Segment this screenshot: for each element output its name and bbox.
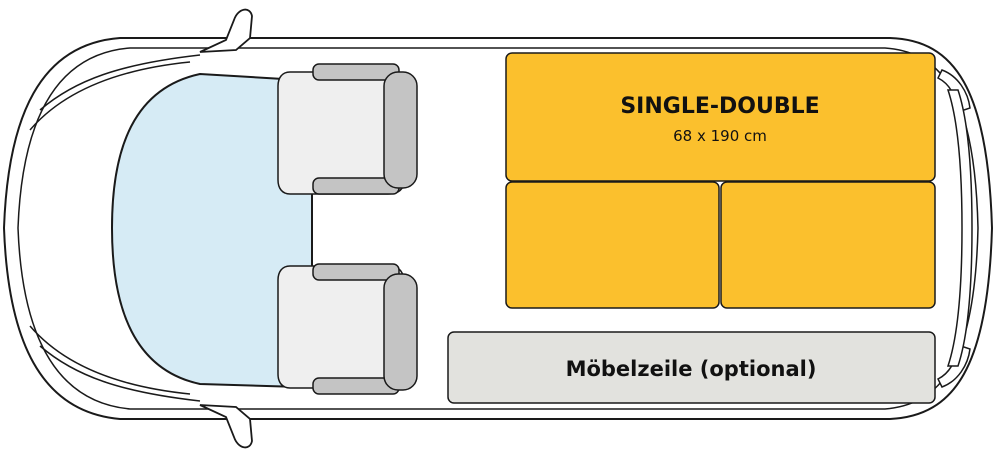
bed-size: 68 x 190 cm: [673, 127, 767, 145]
bed-cushion-bottom-right: [720, 181, 936, 309]
furniture-row: Möbelzeile (optional): [447, 331, 936, 404]
bed-cushion-bottom-left: [505, 181, 720, 309]
mirror-top-icon: [199, 8, 253, 53]
mirror-bottom-icon: [199, 404, 253, 449]
bed-title: SINGLE-DOUBLE: [620, 94, 819, 119]
furniture-label: Möbelzeile (optional): [566, 357, 817, 381]
front-seat-passenger: [277, 263, 418, 395]
rear-door-panel: [946, 89, 973, 367]
bed-area: SINGLE-DOUBLE 68 x 190 cm: [505, 52, 936, 309]
front-seat-driver: [277, 63, 418, 195]
hood-line-bottom: [29, 325, 191, 395]
bed-cushion-top: [505, 52, 936, 182]
hood-line-top: [29, 61, 191, 131]
hood-line-bottom-2: [39, 345, 201, 402]
hood-line-top-2: [39, 54, 201, 111]
